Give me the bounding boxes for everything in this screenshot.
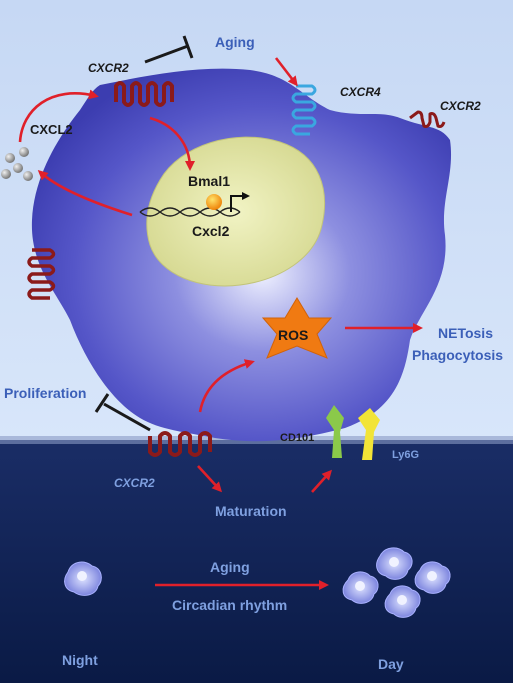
aging-label-top: Aging xyxy=(215,34,255,50)
bmal1-dot xyxy=(206,194,222,210)
cxcr2-receptor-left xyxy=(27,248,56,300)
cxcl2-chemokine-cluster xyxy=(1,147,33,181)
cxcr2-to-bmal1-arrow xyxy=(149,116,195,171)
maturation-label: Maturation xyxy=(215,503,287,519)
cd101-marker xyxy=(326,405,344,458)
proliferation-label: Proliferation xyxy=(4,385,86,401)
bottom-background xyxy=(0,440,513,683)
night-neutrophil xyxy=(64,561,102,596)
bmal1-label: Bmal1 xyxy=(188,173,230,189)
cxcl2-label: CXCL2 xyxy=(30,122,73,137)
cxcr2-receptor-right xyxy=(409,110,446,128)
aging-inhibits-cxcr2-line xyxy=(144,44,189,64)
maturation-to-markers-arrow xyxy=(311,469,333,493)
aging-to-cxcr4-arrow xyxy=(274,57,298,87)
cxcr4-receptor xyxy=(291,84,317,136)
cxcr2-receptor-bottom xyxy=(148,431,212,457)
cxcr2-inhibits-proliferation-bar xyxy=(94,393,110,413)
night-label: Night xyxy=(62,652,98,668)
day-neutrophils xyxy=(342,547,451,618)
transcription-arrow-icon xyxy=(230,192,250,212)
cxcr2-label-top: CXCR2 xyxy=(88,61,129,75)
cxcr2-to-maturation-arrow xyxy=(197,465,223,493)
cd101-label: CD101 xyxy=(280,432,314,444)
circadian-rhythm-label: Circadian rhythm xyxy=(172,597,287,613)
cxcr2-to-ros-arrow xyxy=(198,359,255,413)
phagocytosis-label: Phagocytosis xyxy=(412,347,503,363)
aging-inhibits-cxcr2-bar xyxy=(182,35,194,59)
cxcr2-label-right: CXCR2 xyxy=(440,99,481,113)
cxcl2-secretion-arrow xyxy=(37,169,133,217)
dna-helix xyxy=(139,207,241,217)
day-label: Day xyxy=(378,656,404,672)
aging-label-bottom: Aging xyxy=(210,559,250,575)
ros-star xyxy=(261,297,333,359)
netosis-label: NETosis xyxy=(438,325,493,341)
ly6g-label: Ly6G xyxy=(392,449,419,461)
cxcr2-inhibits-proliferation-line xyxy=(103,402,151,432)
cxcr2-receptor-top xyxy=(114,81,174,107)
cxcl2-to-cxcr2-arrow xyxy=(18,89,99,143)
ros-label: ROS xyxy=(278,327,308,343)
cxcr2-label-bottom: CXCR2 xyxy=(114,476,155,490)
nucleus xyxy=(146,136,326,287)
cxcl2-gene-label: Cxcl2 xyxy=(192,223,230,239)
cxcr4-label: CXCR4 xyxy=(340,85,381,99)
ly6g-marker xyxy=(358,408,380,460)
